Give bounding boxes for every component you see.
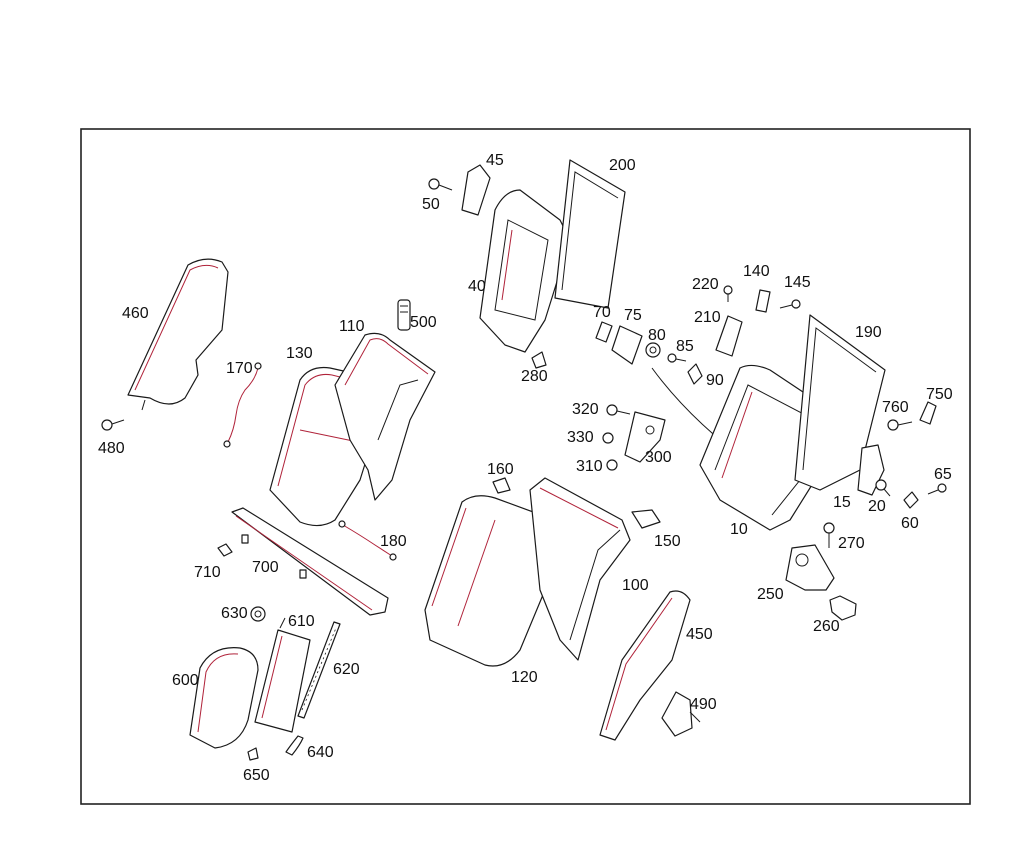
part-40-backrest-frame <box>479 189 571 353</box>
callout-270: 270 <box>838 535 865 552</box>
part-300-bracket <box>624 411 666 463</box>
callout-labels: 45 50 200 40 280 460 480 170 130 110 500… <box>98 152 953 784</box>
part-310-nut <box>606 459 618 471</box>
callout-460: 460 <box>122 305 149 322</box>
part-170-cable <box>223 362 262 448</box>
part-110-backrest-foam <box>334 332 436 501</box>
callout-700: 700 <box>252 559 279 576</box>
callout-710: 710 <box>194 564 221 581</box>
part-70-bushing <box>595 321 613 343</box>
callout-10: 10 <box>730 521 748 538</box>
part-140-clip <box>755 289 771 313</box>
part-180-cable <box>338 520 397 561</box>
callout-190: 190 <box>855 324 882 341</box>
part-280-plug <box>531 351 547 369</box>
part-650-clip <box>247 747 259 761</box>
callout-320: 320 <box>572 401 599 418</box>
callout-750: 750 <box>926 386 953 403</box>
callout-40: 40 <box>468 278 486 295</box>
part-600-cushion <box>189 647 259 749</box>
callout-500: 500 <box>410 314 437 331</box>
callout-630: 630 <box>221 605 248 622</box>
callout-300: 300 <box>645 449 672 466</box>
part-85-screw <box>667 353 687 363</box>
callout-260: 260 <box>813 618 840 635</box>
callout-60: 60 <box>901 515 919 532</box>
callout-75: 75 <box>624 307 642 324</box>
callout-640: 640 <box>307 744 334 761</box>
callout-45: 45 <box>486 152 504 169</box>
callout-210: 210 <box>694 309 721 326</box>
part-50-screw <box>428 178 453 191</box>
callout-110: 110 <box>339 318 365 335</box>
part-45-bracket <box>461 164 491 216</box>
callout-15: 15 <box>833 494 851 511</box>
callout-120: 120 <box>511 669 538 686</box>
callout-50: 50 <box>422 196 440 213</box>
callout-280: 280 <box>521 368 548 385</box>
part-640-bracket <box>285 735 304 756</box>
part-90-clip <box>687 363 703 385</box>
callout-490: 490 <box>690 696 717 713</box>
part-100-cushion-foam <box>529 477 631 661</box>
part-60-clip <box>903 491 919 509</box>
part-460-side-cover <box>127 258 229 411</box>
callout-160: 160 <box>487 461 514 478</box>
part-75-plate <box>611 325 643 365</box>
callout-150: 150 <box>654 533 681 550</box>
callout-170: 170 <box>226 360 253 377</box>
part-700-rail <box>231 507 389 616</box>
callout-610: 610 <box>288 613 315 630</box>
diagram-frame <box>80 128 971 805</box>
callout-180: 180 <box>380 533 407 550</box>
callout-250: 250 <box>757 586 784 603</box>
part-65-screw <box>927 483 947 495</box>
part-190-panel <box>794 314 886 491</box>
callout-100: 100 <box>622 577 649 594</box>
callout-70: 70 <box>593 304 611 321</box>
part-210-cover <box>715 315 743 357</box>
callout-130: 130 <box>286 345 313 362</box>
callout-85: 85 <box>676 338 694 355</box>
part-480-screw <box>101 419 125 431</box>
callout-600: 600 <box>172 672 199 689</box>
part-160-clip <box>492 477 511 494</box>
callout-140: 140 <box>743 263 770 280</box>
callout-650: 650 <box>243 767 270 784</box>
part-200-panel <box>554 159 626 309</box>
callout-20: 20 <box>868 498 886 515</box>
callout-200: 200 <box>609 157 636 174</box>
part-250-hinge <box>785 544 835 591</box>
part-760-screw <box>887 419 913 431</box>
callout-760: 760 <box>882 399 909 416</box>
part-220-screw <box>723 285 733 302</box>
callout-220: 220 <box>692 276 719 293</box>
part-490-latch <box>661 691 701 737</box>
part-710-clip <box>217 543 233 557</box>
part-610-frame <box>254 617 311 733</box>
callout-310: 310 <box>576 458 603 475</box>
callout-145: 145 <box>784 274 811 291</box>
callout-65: 65 <box>934 466 952 483</box>
callout-480: 480 <box>98 440 125 457</box>
part-20-screw <box>875 479 891 497</box>
part-145-screw <box>779 299 801 309</box>
part-330-washer <box>602 432 614 444</box>
callout-620: 620 <box>333 661 360 678</box>
part-750-bracket <box>919 401 937 425</box>
callout-330: 330 <box>567 429 594 446</box>
part-620-strip <box>297 621 341 719</box>
part-150-clip <box>631 509 661 529</box>
callout-450: 450 <box>686 626 713 643</box>
callout-90: 90 <box>706 372 724 389</box>
part-320-bolt <box>606 404 631 416</box>
part-500-bolt <box>397 299 411 331</box>
part-450-side-cover <box>599 590 691 741</box>
part-80-washer <box>645 342 661 358</box>
part-260-bushing <box>829 595 857 621</box>
part-270-bolt <box>823 522 835 548</box>
part-630-nut <box>250 606 266 622</box>
callout-80: 80 <box>648 327 666 344</box>
